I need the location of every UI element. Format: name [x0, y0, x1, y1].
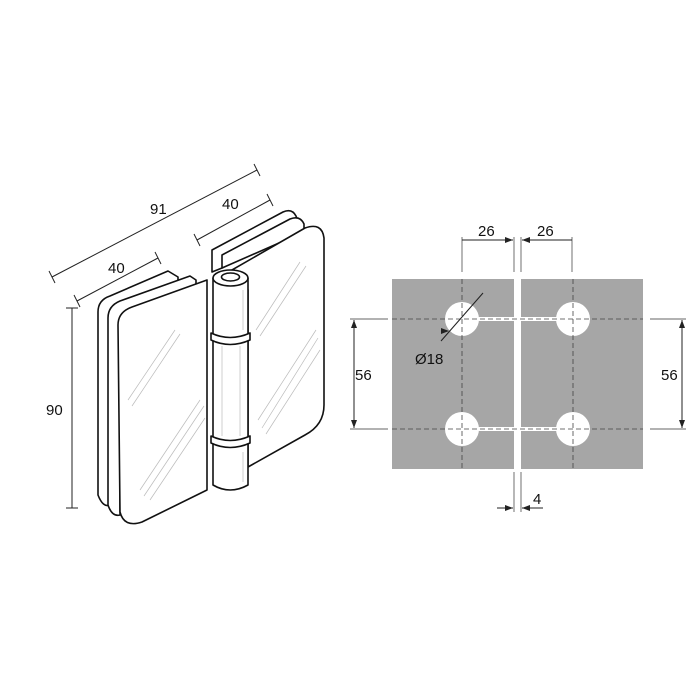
dim-gap: 4: [533, 491, 541, 508]
hole-bottom-left: [445, 412, 479, 446]
dim-left-leaf: 40: [108, 260, 125, 277]
knuckle-ring-bottom: [210, 435, 251, 449]
right-leaf-glass-hatch: [255, 261, 321, 435]
isometric-dimensions: 91 40 40 90: [46, 163, 274, 509]
dim-right-leaf: 40: [222, 196, 239, 213]
knuckle-ring-top: [210, 332, 251, 346]
dim-hole-offset-right: 26: [537, 223, 554, 240]
dim-hole-spacing-right: 56: [661, 367, 678, 384]
isometric-hinge: [97, 209, 325, 525]
left-leaf-glass-hatch: [127, 329, 206, 501]
hinge-barrel: [212, 277, 249, 491]
barrel-top-hole: [220, 272, 241, 282]
dim-total-width: 91: [150, 201, 167, 218]
plan-view: [392, 279, 643, 469]
dim-hole-diameter: Ø18: [415, 351, 443, 368]
dim-hole-offset-left: 26: [478, 223, 495, 240]
dim-hole-spacing-left: 56: [355, 367, 372, 384]
plan-dimensions: 26 26 56 56 Ø18 4: [350, 223, 686, 512]
left-leaf-front-plate: [117, 279, 208, 525]
right-leaf-middle-plate: [221, 217, 305, 269]
dim-height: 90: [46, 402, 63, 419]
